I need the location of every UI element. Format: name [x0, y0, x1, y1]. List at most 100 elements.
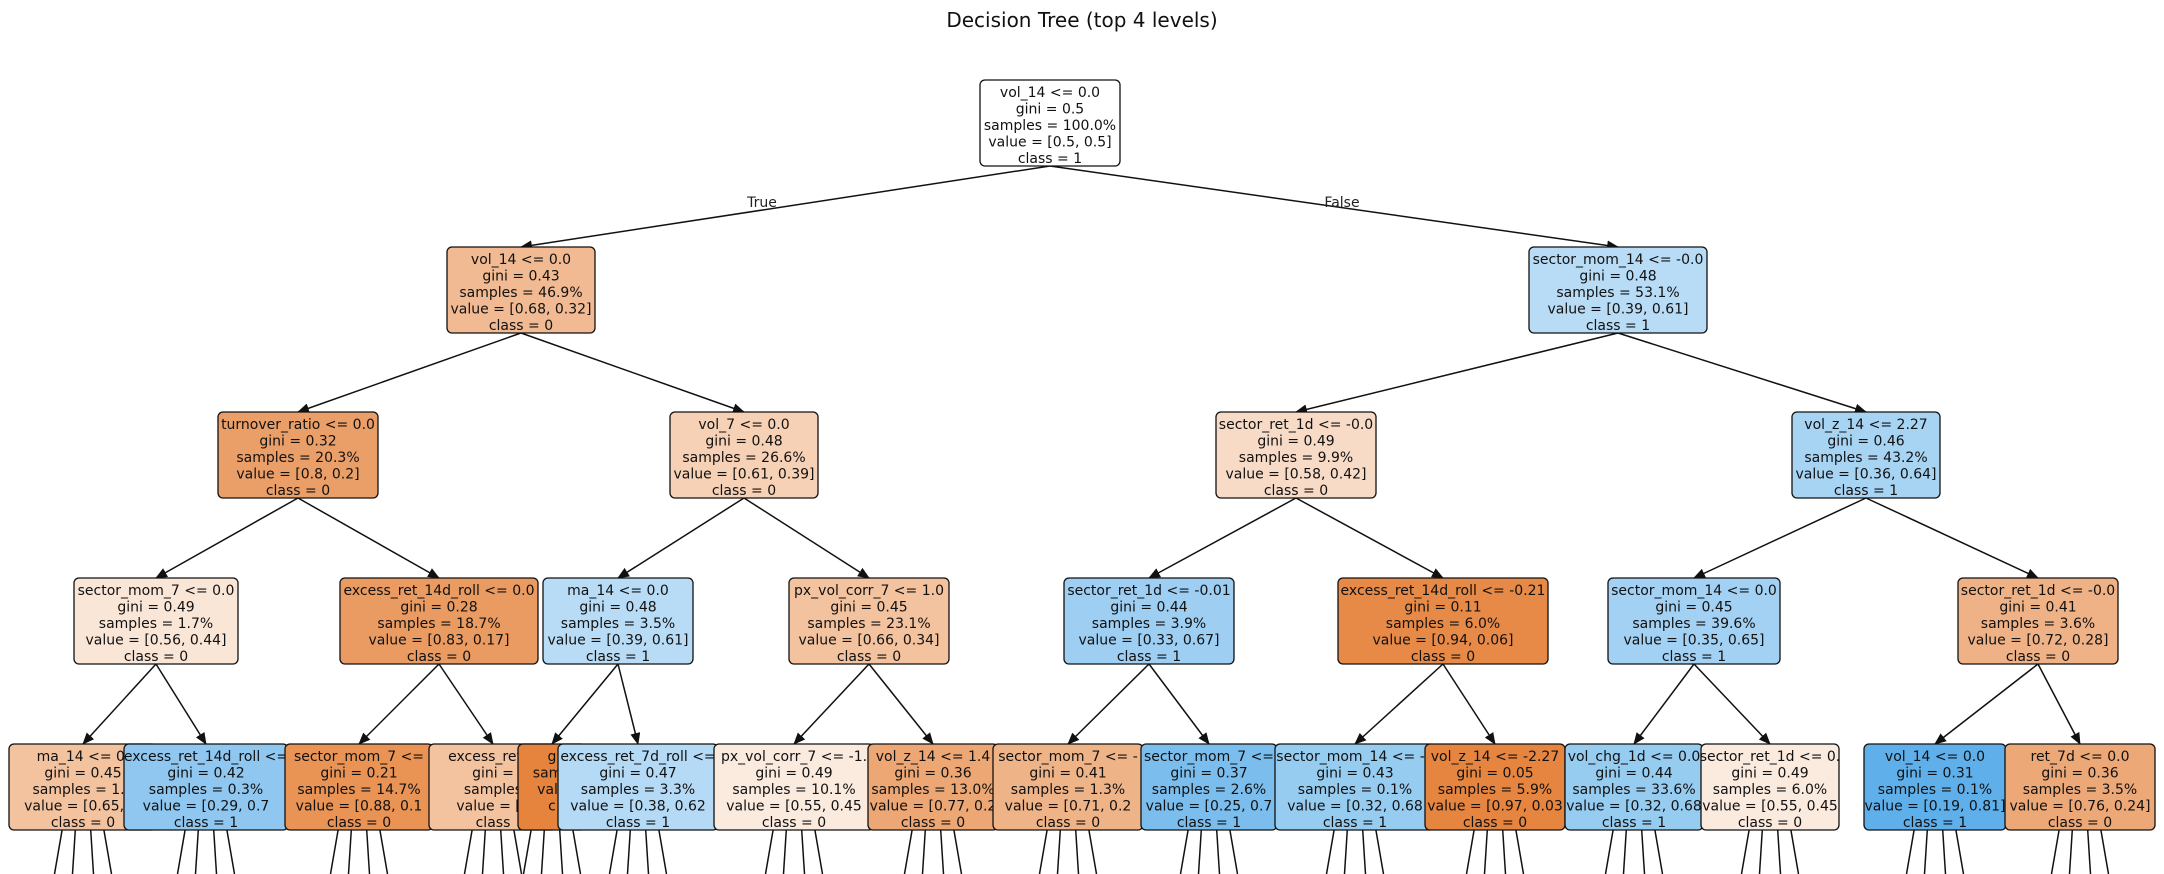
- node-line: value = [0.32, 0.68: [1566, 799, 1702, 815]
- edge-n8-n17: [358, 663, 440, 745]
- edge-stub: [1923, 829, 1929, 874]
- node-line: gini = 0.48: [1579, 269, 1656, 285]
- node-line: vol_7 <= 0.0: [698, 417, 789, 433]
- node-line: class = 0: [2006, 649, 2070, 665]
- node-line: gini = 0.44: [1110, 600, 1187, 616]
- node-line: value = [0.8, 0.2]: [236, 467, 359, 483]
- edge-stub: [1074, 829, 1080, 874]
- edge-n12-n26: [1442, 663, 1496, 745]
- node-line: class = 0: [327, 815, 391, 831]
- node-line: sector_mom_14 <= -0.0: [1533, 252, 1704, 268]
- edge-stub: [814, 829, 824, 874]
- edge-stub: [572, 829, 582, 874]
- node-line: gini = 0.43: [1316, 766, 1393, 782]
- node-line: vol_chg_1d <= 0.0: [1568, 749, 1701, 765]
- node-line: samples = 3.3%: [581, 782, 695, 798]
- node-line: value = [0.68, 0.32]: [450, 302, 591, 318]
- node-box: [1700, 743, 1840, 831]
- edge-stub: [558, 829, 564, 874]
- node-line: samples = 6.0%: [1713, 782, 1827, 798]
- node-line: sector_ret_1d <= 0.: [1700, 749, 1840, 765]
- edge-stub: [626, 829, 632, 874]
- node-line: samples: [464, 782, 522, 798]
- node-box: [217, 411, 379, 499]
- node-line: gini = 0.42: [167, 766, 244, 782]
- edge-stub: [1955, 829, 1965, 874]
- node-line: excess_ret_1: [448, 749, 538, 765]
- edge-stub: [1790, 829, 1800, 874]
- node-line: value = [0.58, 0.42]: [1225, 467, 1366, 483]
- node-line: class = 1: [1662, 649, 1726, 665]
- node-box: [1607, 577, 1781, 665]
- edge-n8-n18: [438, 663, 494, 745]
- node-line: vol_14 <= 0.0: [1000, 85, 1100, 101]
- edge-stub: [365, 829, 371, 874]
- edge-stub: [764, 829, 774, 874]
- edge-stub: [1361, 829, 1367, 874]
- edge-stub: [194, 829, 200, 874]
- edge-stub: [481, 829, 487, 874]
- edge-stub: [522, 829, 532, 874]
- node-line: gini = 0.49: [117, 600, 194, 616]
- node-line: gini = 0.49: [1731, 766, 1808, 782]
- node-line: excess_ret_7d_roll <=: [560, 749, 715, 765]
- edge-stub: [2086, 829, 2092, 874]
- stubs-layer: [53, 829, 2110, 874]
- node-line: gini = 0.48: [705, 434, 782, 450]
- node-line: value = [0.77, 0.2: [870, 799, 997, 815]
- node-line: class: [476, 815, 511, 831]
- tree-node-n20: excess_ret_7d_roll <=gini = 0.47samples …: [557, 743, 719, 831]
- node-line: value = [0: [456, 799, 529, 815]
- node-line: samples = 46.9%: [459, 285, 582, 301]
- node-line: turnover_ratio <= 0.0: [221, 417, 375, 433]
- node-line: value = [0.5, 0.5]: [988, 135, 1111, 151]
- node-box: [669, 411, 819, 499]
- edge-stub: [1179, 829, 1189, 874]
- node-line: samples = 33.6%: [1572, 782, 1695, 798]
- node-box: [1215, 411, 1377, 499]
- node-line: gini = 0.46: [1827, 434, 1904, 450]
- node-line: value = [0.97, 0.03: [1427, 799, 1563, 815]
- node-line: value = [0.29, 0.7: [143, 799, 270, 815]
- tree-node-n16: excess_ret_14d_roll <=gini = 0.42samples…: [123, 743, 289, 831]
- node-line: value = [0.94, 0.06]: [1372, 633, 1513, 649]
- node-line: gini = 0.49: [1257, 434, 1334, 450]
- edge-stub: [2068, 829, 2074, 874]
- node-line: samples = 9.9%: [1239, 450, 1353, 466]
- edge-stub: [2050, 829, 2060, 874]
- node-line: class = 0: [762, 815, 826, 831]
- node-line: samples = 20.3%: [236, 450, 359, 466]
- edge-n5-n12: [1295, 497, 1444, 579]
- edge-n11-n24: [1148, 663, 1210, 745]
- edge-stub: [347, 829, 353, 874]
- node-box: [73, 577, 239, 665]
- edge-stub: [1515, 829, 1525, 874]
- edge-n5-n11: [1148, 497, 1297, 579]
- edge-stub: [1640, 829, 1646, 874]
- node-line: vol_14 <= 0.0: [1885, 749, 1985, 765]
- edge-n2-n6: [1617, 332, 1867, 414]
- node-line: gini = 0.41: [1999, 600, 2076, 616]
- node-line: samples = 43.2%: [1804, 450, 1927, 466]
- edge-stub: [1654, 829, 1664, 874]
- edge-stub: [53, 829, 63, 874]
- edge-n1-n3: [297, 332, 522, 414]
- node-line: class = 0: [1036, 815, 1100, 831]
- node-line: gini = 0.32: [259, 434, 336, 450]
- node-line: value = [0.71, 0.2: [1005, 799, 1132, 815]
- node-line: gini = 0.49: [755, 766, 832, 782]
- node-line: value = [0.76, 0.24]: [2009, 799, 2150, 815]
- node-line: gini = 0.05: [1456, 766, 1533, 782]
- node-line: samples = 3.5%: [561, 616, 675, 632]
- node-line: samples = 26.6%: [682, 450, 805, 466]
- edge-stub: [1483, 829, 1489, 874]
- edge-n14-n29: [1934, 663, 2039, 745]
- edge-n13-n28: [1693, 663, 1771, 745]
- edge-stub: [1604, 829, 1614, 874]
- edge-n3-n8: [297, 497, 440, 579]
